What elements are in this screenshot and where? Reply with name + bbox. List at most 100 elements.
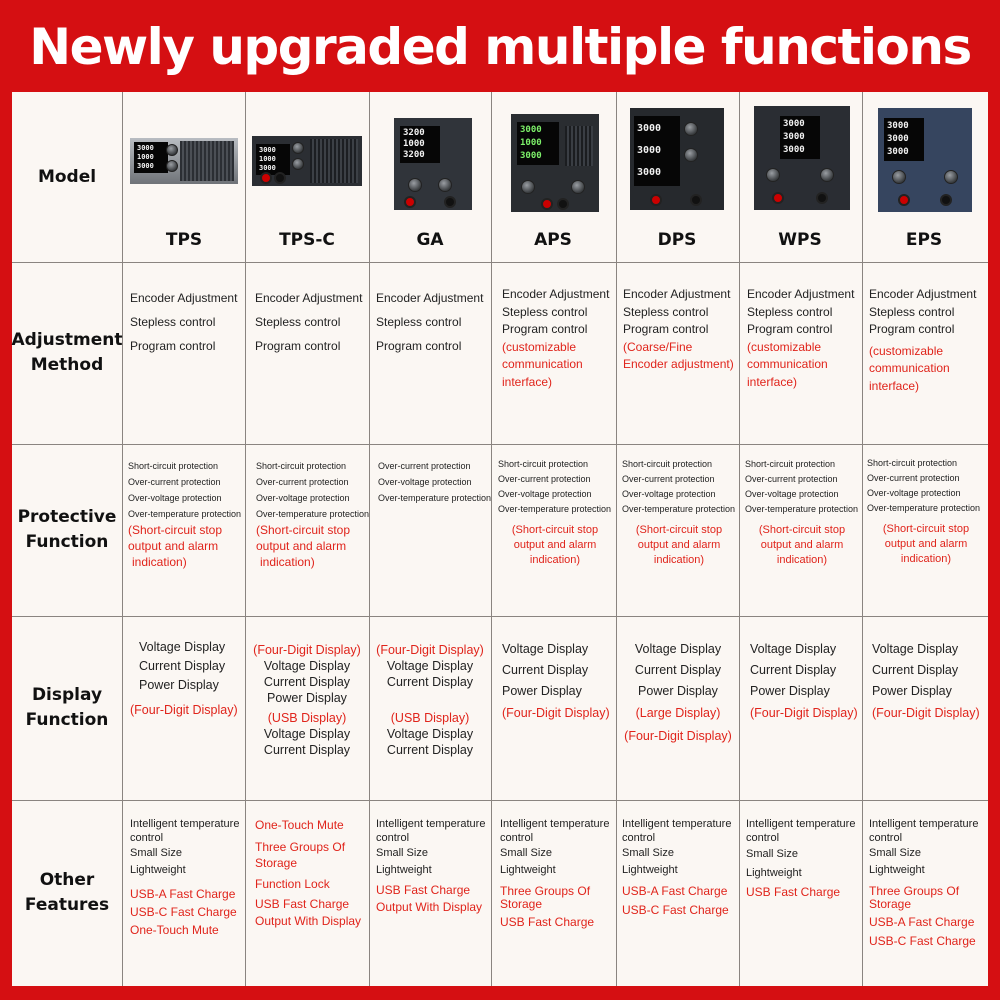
model-name: GA <box>416 230 444 250</box>
knob-icon <box>684 122 698 136</box>
row-header-label: Function <box>25 532 109 552</box>
column-divider <box>122 92 123 986</box>
row-header-label: Display <box>31 685 103 705</box>
knob-icon <box>438 178 452 192</box>
knob-icon <box>571 180 585 194</box>
row-divider <box>12 444 988 445</box>
row-header-label: Model <box>37 166 97 187</box>
terminal-icon <box>650 194 662 206</box>
row-header-label: Method <box>30 355 104 375</box>
model-name: TPS-C <box>279 230 335 250</box>
terminal-icon <box>898 194 910 206</box>
row-divider <box>12 616 988 617</box>
terminal-icon <box>444 196 456 208</box>
row-header-label: Features <box>24 895 110 915</box>
row-divider <box>12 800 988 801</box>
column-divider <box>739 92 740 986</box>
knob-icon <box>166 160 178 172</box>
model-name: WPS <box>778 230 822 250</box>
row-header-label: Adjustment <box>11 330 123 350</box>
row-header-label: Function <box>25 710 109 730</box>
knob-icon <box>766 168 780 182</box>
knob-icon <box>944 170 958 184</box>
column-divider <box>862 92 863 986</box>
column-divider <box>491 92 492 986</box>
model-name: TPS <box>165 230 203 250</box>
knob-icon <box>521 180 535 194</box>
row-header-label: Protective <box>17 507 117 527</box>
knob-icon <box>684 148 698 162</box>
terminal-icon <box>404 196 416 208</box>
terminal-icon <box>541 198 553 210</box>
terminal-icon <box>940 194 952 206</box>
knob-icon <box>408 178 422 192</box>
knob-icon <box>820 168 834 182</box>
column-divider <box>616 92 617 986</box>
knob-icon <box>292 158 304 170</box>
terminal-icon <box>690 194 702 206</box>
page-title: Newly upgraded multiple functions <box>29 18 972 76</box>
terminal-icon <box>557 198 569 210</box>
terminal-icon <box>772 192 784 204</box>
model-name: APS <box>534 230 572 250</box>
terminal-icon <box>816 192 828 204</box>
column-divider <box>369 92 370 986</box>
knob-icon <box>892 170 906 184</box>
row-header-model: Model <box>12 92 122 262</box>
knob-icon <box>166 144 178 156</box>
model-name: DPS <box>657 230 697 250</box>
column-divider <box>245 92 246 986</box>
row-divider <box>12 262 988 263</box>
row-header-label: Other <box>39 870 95 890</box>
knob-icon <box>292 142 304 154</box>
terminal-icon <box>274 172 286 184</box>
model-name: EPS <box>905 230 943 250</box>
